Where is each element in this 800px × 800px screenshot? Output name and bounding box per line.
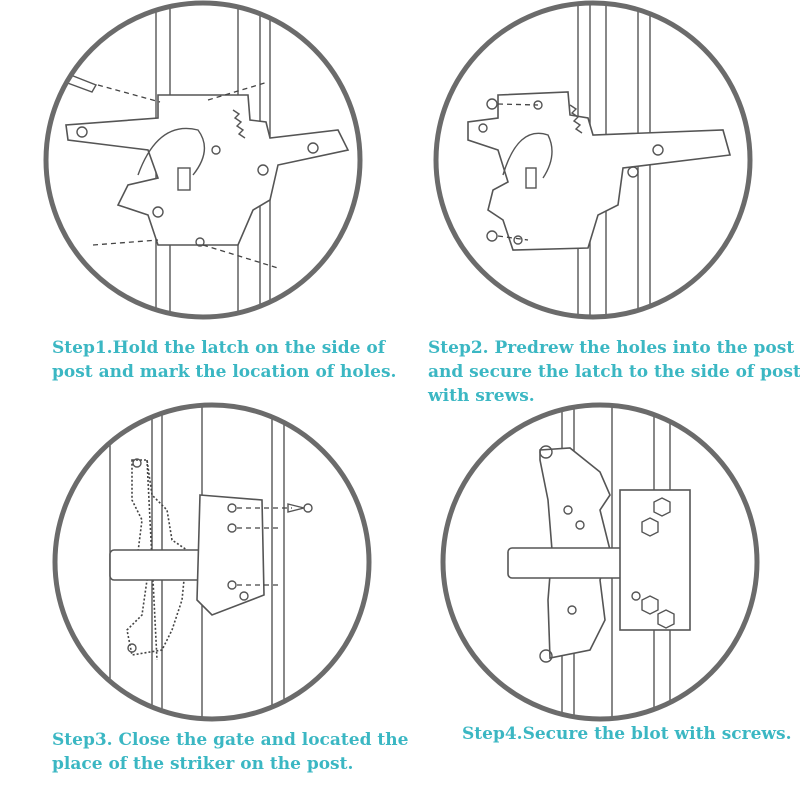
step3-caption: Step3. Close the gate and located the pl… (52, 728, 408, 776)
step1-caption-line1: Step1.Hold the latch on the side of (52, 338, 386, 358)
step1-illustration (38, 0, 368, 330)
step3-caption-line2: place of the striker on the post. (52, 754, 354, 774)
step2-caption-line3: with srews. (428, 386, 535, 406)
step2-caption: Step2. Predrew the holes into the post a… (428, 336, 800, 408)
step1-circle-diagram (43, 0, 363, 320)
step4-circle-diagram (440, 402, 760, 722)
step4-caption-line1: Step4.Secure the blot with screws. (462, 724, 792, 744)
step3-illustration (52, 400, 382, 730)
step3-circle-diagram (52, 402, 372, 722)
step2-caption-line2: and secure the latch to the side of post (428, 362, 800, 382)
step3-caption-line1: Step3. Close the gate and located the (52, 730, 409, 750)
step2-caption-line1: Step2. Predrew the holes into the post (428, 338, 795, 358)
step2-illustration (428, 0, 758, 330)
step4-illustration (440, 400, 770, 730)
step1-caption: Step1.Hold the latch on the side of post… (52, 336, 396, 384)
step1-caption-line2: post and mark the location of holes. (52, 362, 397, 382)
step2-circle-diagram (433, 0, 753, 320)
step4-caption: Step4.Secure the blot with screws. (462, 722, 792, 746)
